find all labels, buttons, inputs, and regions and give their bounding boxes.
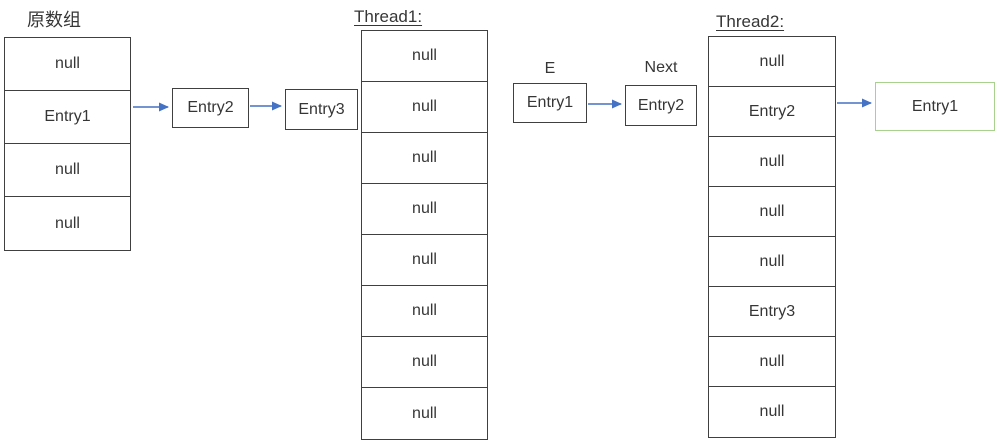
next-pointer-box: Entry2 [625,85,697,126]
array-cell: null [362,286,487,337]
array-cell: null [759,403,785,420]
array-cell: null [362,235,487,286]
array-cell: null [362,31,487,82]
original-array-label: 原数组 [27,10,81,30]
array-cell: Entry1 [5,91,130,144]
array-cell: null [362,337,487,388]
array-cell: null [709,337,835,387]
array-cell: null [362,82,487,133]
array-cell: null [362,133,487,184]
result-entry1-box: Entry1 [875,82,995,131]
array-cell: Entry2 [709,87,835,137]
array-cell: null [55,214,80,232]
array-cell: null [709,237,835,287]
array-cell: null [5,38,130,91]
e-pointer-label: E [544,60,556,77]
array-cell: null [709,187,835,237]
thread2-array: null Entry2 null null null Entry3 null n… [708,36,836,438]
entry3-node-box: Entry3 [285,89,358,130]
array-cell: null [5,144,130,197]
entry2-node-box: Entry2 [172,88,249,128]
array-cell: null [709,37,835,87]
e-pointer-box: Entry1 [513,83,587,123]
thread2-label: Thread2: [716,12,785,31]
array-cell: null [412,404,437,422]
next-pointer-label: Next [644,59,678,76]
original-array: null Entry1 null null [4,37,131,251]
array-cell: Entry3 [709,287,835,337]
array-cell: null [709,137,835,187]
thread1-array: null null null null null null null null [361,30,488,440]
thread1-label: Thread1: [354,7,423,26]
array-cell: null [362,184,487,235]
